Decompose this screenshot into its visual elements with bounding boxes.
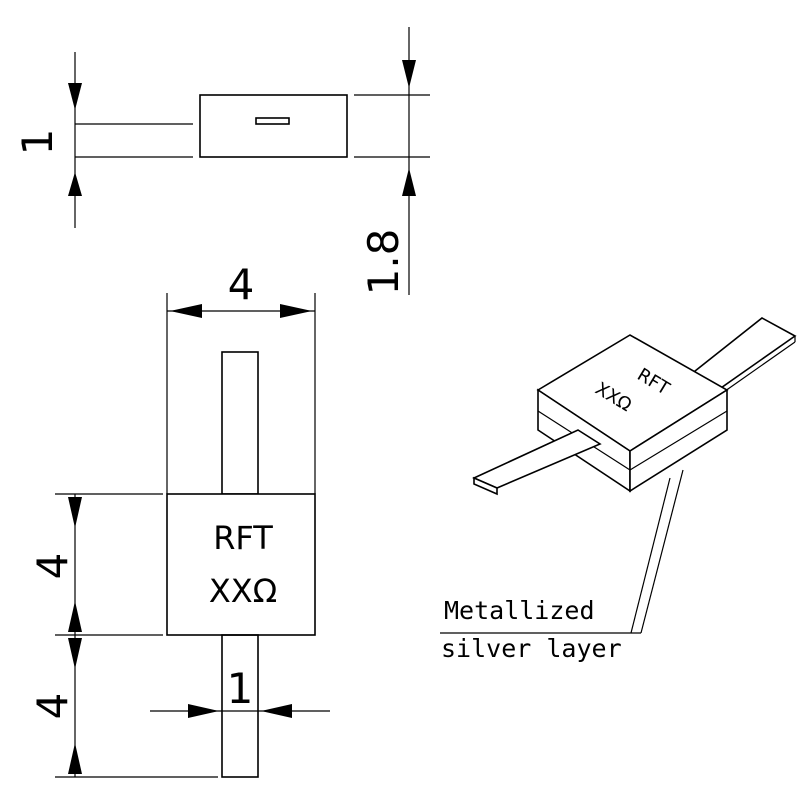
plan-lead-top	[221, 351, 259, 495]
plan-view: RFT XXΩ 4 4 4 1	[28, 260, 330, 778]
callout-line-2: silver layer	[441, 634, 622, 663]
callout-line-1: Metallized	[444, 596, 595, 625]
plan-body	[166, 493, 316, 636]
side-view: 1 1.8	[13, 27, 430, 295]
body-width-label: 4	[228, 260, 255, 309]
plan-lead-bottom	[221, 634, 259, 778]
marking-line-2: XXΩ	[209, 572, 277, 610]
isometric-view: RFT XXΩ	[440, 317, 797, 634]
marking-line-1: RFT	[213, 519, 273, 557]
side-height-label: 1.8	[359, 229, 408, 296]
lead-width-label: 1	[227, 664, 254, 713]
side-lead-tab	[255, 117, 290, 125]
lead-length-label: 4	[28, 693, 77, 720]
side-thickness-label: 1	[13, 129, 62, 156]
body-length-label: 4	[28, 553, 77, 580]
side-body	[199, 94, 348, 158]
